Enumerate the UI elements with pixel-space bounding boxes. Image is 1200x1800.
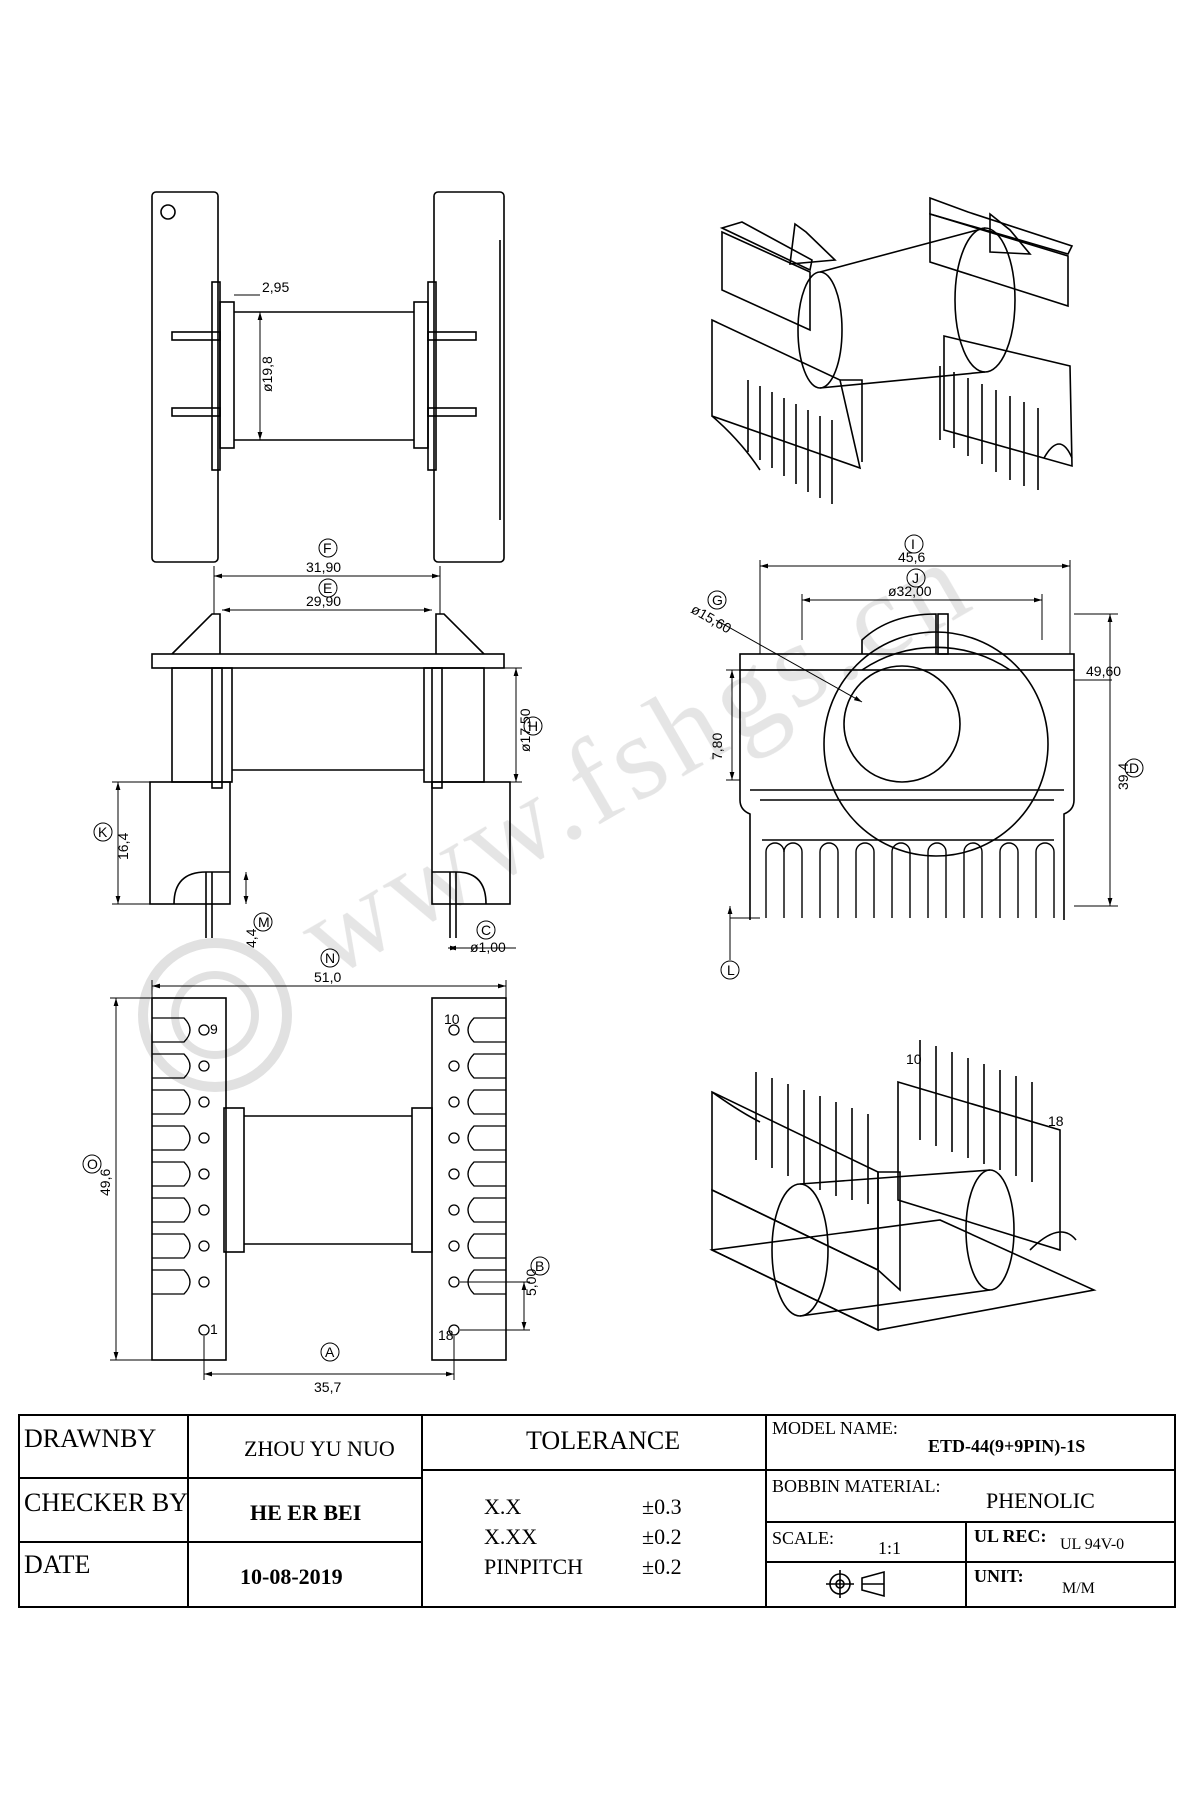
svg-text:J: J [912,570,919,586]
svg-text:4,4: 4,4 [243,928,259,948]
dim-wall-thickness: 2,95 [262,279,289,295]
dim-flange-height: 49,60 [1086,663,1121,679]
dim-K: K 16,4 [93,822,131,860]
dim-H: ø17,50 H [517,708,543,752]
title-block: DRAWNBY ZHOU YU NUO CHECKER BY HE ER BEI… [18,1414,1176,1608]
iso-bottom-pins [755,1040,1033,1204]
model-name-value: ETD-44(9+9PIN)-1S [928,1436,1086,1456]
svg-text:E: E [323,580,332,596]
checker-label: CHECKER BY [24,1488,188,1517]
model-name-label: MODEL NAME: [772,1418,898,1438]
svg-text:D: D [1129,760,1139,776]
pin-label-10: 10 [444,1011,460,1027]
bottom-view [151,997,507,1361]
svg-text:F: F [323,540,332,556]
dim-I: I 45,6 [898,534,925,565]
svg-text:29,90: 29,90 [306,593,341,609]
svg-text:45,6: 45,6 [898,549,925,565]
tolerance-value-0: ±0.3 [642,1494,682,1519]
dim-offset: 7,80 [709,733,725,760]
bobbin-material-value: PHENOLIC [986,1488,1095,1513]
svg-text:A: A [325,1344,335,1360]
tolerance-title: TOLERANCE [526,1426,681,1455]
dim-core-diameter: ø19,8 [259,356,275,392]
svg-text:ø32,00: ø32,00 [888,583,932,599]
dim-C: C ø1,00 [470,920,506,955]
dim-D: 39,4 D [1115,758,1144,790]
dim-B: 5,00 B [523,1256,550,1296]
watermark-logo-icon [138,938,292,1092]
svg-text:B: B [535,1258,544,1274]
tolerance-name-2: PINPITCH [484,1554,584,1579]
dim-G: G ø15,60 [689,590,734,636]
svg-text:L: L [727,962,735,978]
dim-O: O 49,6 [82,1154,113,1196]
top-view [151,191,505,563]
svg-text:ø1,00: ø1,00 [470,939,506,955]
dim-F: F 31,90 [306,538,341,575]
technical-drawing: www.fshgs.cn 2,95 ø19,8 [82,191,1144,1395]
first-angle-projection-icon [826,1570,885,1598]
front-view-dimensions [715,560,1118,960]
watermark-text: www.fshgs.cn [277,512,994,1003]
svg-text:K: K [98,824,108,840]
iso-top-pins [747,366,1039,504]
dim-J: J ø32,00 [888,568,932,599]
dim-L: L [720,960,740,980]
unit-label: UNIT: [974,1566,1024,1586]
dim-E: E 29,90 [306,578,341,609]
svg-text:C: C [481,922,491,938]
tolerance-name-0: X.X [484,1494,522,1519]
svg-text:I: I [911,536,915,552]
pin-label-9: 9 [210,1021,218,1037]
svg-text:49,6: 49,6 [97,1169,113,1196]
svg-text:51,0: 51,0 [314,969,341,985]
drawn-by-label: DRAWNBY [24,1424,157,1453]
svg-text:N: N [325,950,335,966]
dim-M: 4,4 M [243,912,273,948]
svg-text:39,4: 39,4 [1115,763,1131,790]
date-label: DATE [24,1550,91,1579]
svg-text:M: M [258,914,270,930]
pin-label-1: 1 [210,1321,218,1337]
dim-N: N 51,0 [314,948,341,985]
front-view-pins [762,839,1055,918]
svg-text:O: O [87,1156,98,1172]
unit-value: M/M [1062,1580,1095,1597]
svg-text:31,90: 31,90 [306,559,341,575]
drawn-by-value: ZHOU YU NUO [244,1436,395,1461]
iso-pin-label-10: 10 [906,1051,922,1067]
bobbin-material-label: BOBBIN MATERIAL: [772,1476,941,1496]
iso-view-top [711,196,1074,471]
ul-rec-value: UL 94V-0 [1060,1536,1125,1553]
iso-pin-label-18: 18 [1048,1113,1064,1129]
scale-value: 1:1 [878,1538,902,1558]
svg-text:G: G [712,592,723,608]
iso-view-bottom [709,1080,1097,1332]
ul-rec-label: UL REC: [974,1526,1047,1546]
pin-label-18: 18 [438,1327,454,1343]
checker-value: HE ER BEI [250,1500,362,1525]
date-value: 10-08-2019 [240,1564,343,1589]
scale-label: SCALE: [772,1528,835,1548]
bottom-view-pins [152,1017,506,1336]
bottom-view-dimensions [110,980,530,1380]
title-block-grid [18,1414,1176,1608]
top-view-dimensions [234,294,263,440]
svg-text:35,7: 35,7 [314,1379,341,1395]
front-view [739,613,1075,920]
dim-A: A 35,7 [314,1342,341,1395]
svg-text:5,00: 5,00 [523,1269,539,1296]
svg-text:H: H [528,718,538,734]
tolerance-value-1: ±0.2 [642,1524,682,1549]
tolerance-value-2: ±0.2 [642,1554,682,1579]
side-view-dimensions [112,566,522,951]
tolerance-name-1: X.XX [484,1524,538,1549]
svg-text:16,4: 16,4 [115,833,131,860]
